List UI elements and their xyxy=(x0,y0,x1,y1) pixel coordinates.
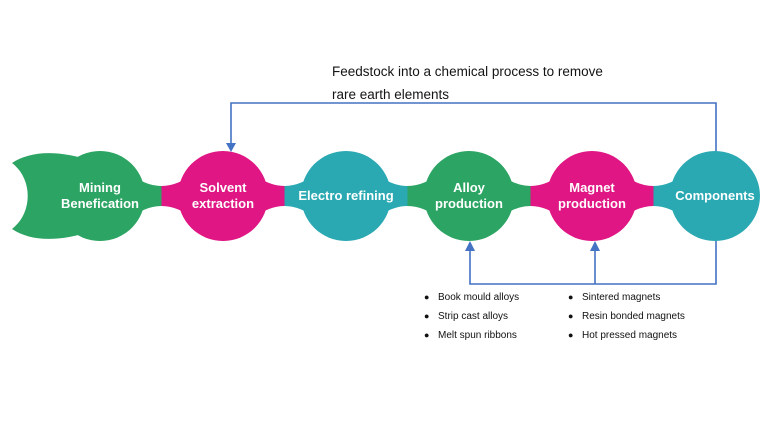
feedback-arrowhead-icon xyxy=(226,143,236,152)
stage-label-mining-benefication: Mining Benefication xyxy=(60,180,139,211)
alloy-output-label: Melt spun ribbons xyxy=(438,330,517,341)
list-item: ● Melt spun ribbons xyxy=(424,330,519,341)
stage-node xyxy=(547,151,637,241)
list-item: ● Sintered magnets xyxy=(568,292,685,303)
magnet-output-label: Resin bonded magnets xyxy=(582,311,685,322)
magnet-output-label: Sintered magnets xyxy=(582,292,661,303)
bullet-icon: ● xyxy=(424,330,430,340)
stage-node xyxy=(670,151,760,241)
feedback-arrow xyxy=(226,102,717,152)
feedback-annotation-line2: rare earth elements xyxy=(332,87,450,102)
list-item: ● Resin bonded magnets xyxy=(568,311,685,322)
stage-label-alloy-production: Alloy production xyxy=(435,180,503,211)
magnet-arrowhead-icon xyxy=(590,241,600,251)
stage-label-solvent-extraction: Solvent extraction xyxy=(191,180,255,211)
alloy-output-label: Strip cast alloys xyxy=(438,311,509,322)
bullet-icon: ● xyxy=(568,292,574,302)
outputs-arrow xyxy=(465,241,717,285)
stage-node xyxy=(55,151,145,241)
stage-label-magnet-production: Magnet production xyxy=(558,180,626,211)
stage-node xyxy=(424,151,514,241)
process-chain xyxy=(12,151,760,241)
list-item: ● Strip cast alloys xyxy=(424,311,519,322)
bullet-icon: ● xyxy=(568,330,574,340)
alloy-output-label: Book mould alloys xyxy=(438,292,520,303)
bullet-icon: ● xyxy=(424,311,430,321)
stage-label-electro-refining: Electro refining xyxy=(298,188,394,204)
feedback-arrow-line xyxy=(230,102,717,151)
bullet-icon: ● xyxy=(568,311,574,321)
outputs-arrow-line xyxy=(469,241,717,285)
bullet-icon: ● xyxy=(424,292,430,302)
stage-label-components: Components xyxy=(675,188,755,204)
stage-node xyxy=(301,151,391,241)
list-item: ● Book mould alloys xyxy=(424,292,519,303)
alloy-outputs-list: ● Book mould alloys ● Strip cast alloys … xyxy=(424,292,519,349)
stage-node xyxy=(178,151,268,241)
feedback-annotation: Feedstock into a chemical process to rem… xyxy=(332,60,603,106)
feedback-annotation-line1: Feedstock into a chemical process to rem… xyxy=(332,64,603,79)
list-item: ● Hot pressed magnets xyxy=(568,330,685,341)
magnet-output-label: Hot pressed magnets xyxy=(582,330,678,341)
alloy-arrowhead-icon xyxy=(465,241,475,251)
magnet-outputs-list: ● Sintered magnets ● Resin bonded magnet… xyxy=(568,292,685,349)
